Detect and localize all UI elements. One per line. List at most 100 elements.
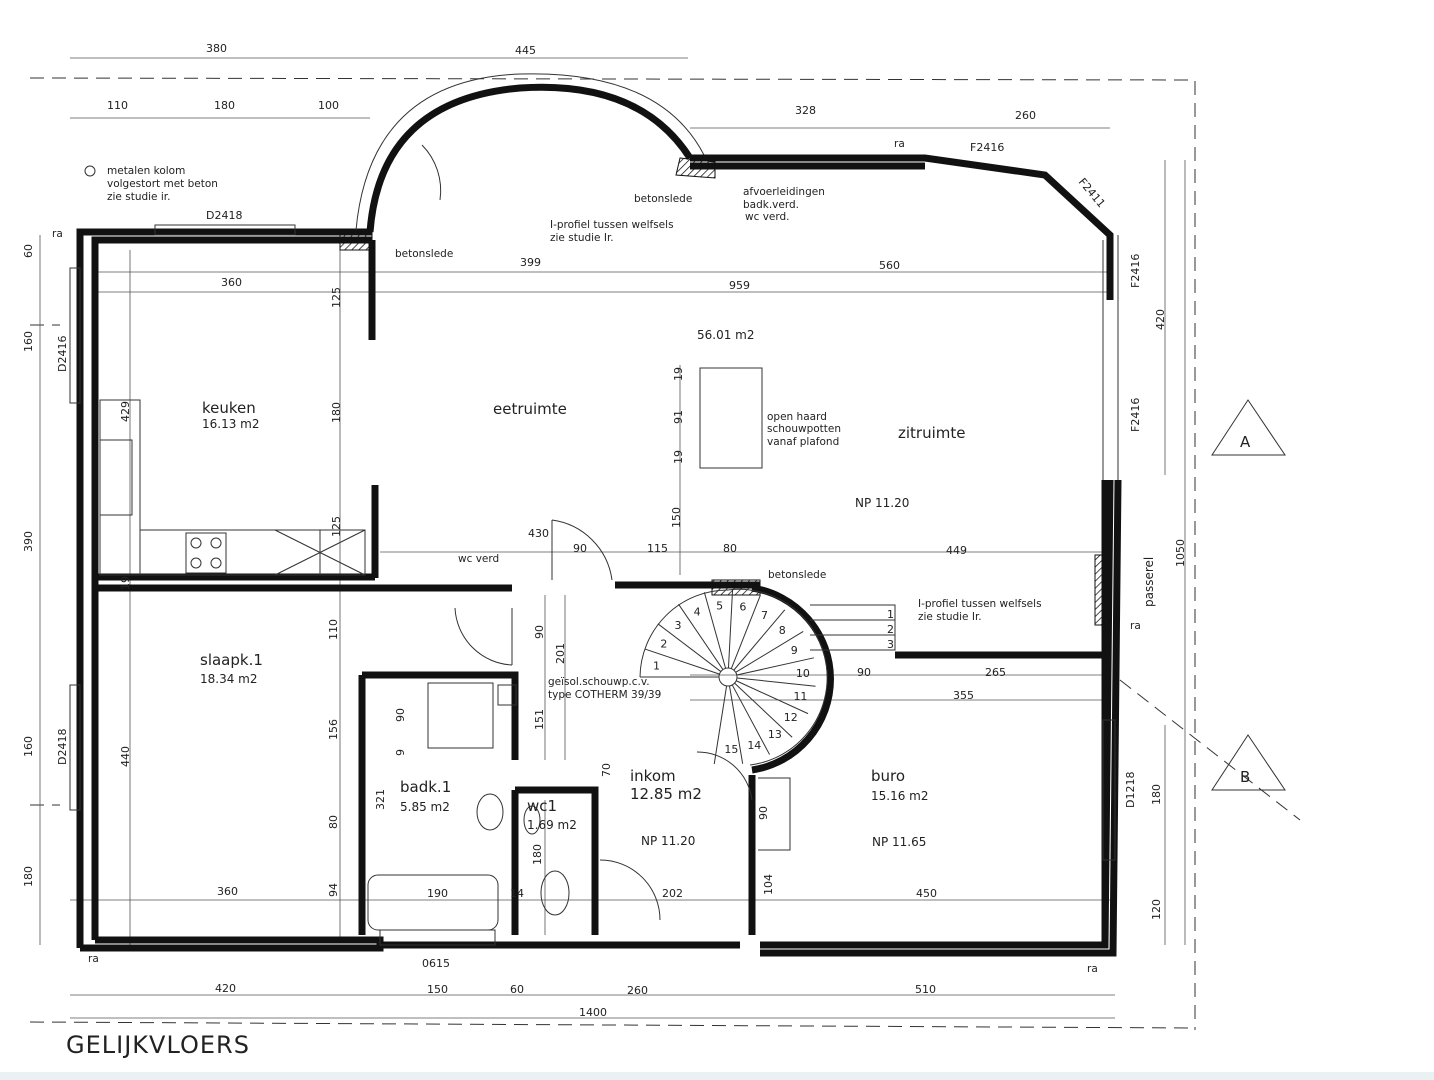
- dim: 115: [647, 542, 668, 555]
- section-a-label: A: [1240, 433, 1251, 451]
- exterior-walls: [76, 73, 1122, 957]
- dim: 265: [985, 666, 1006, 679]
- stair-step-number: 1: [653, 659, 660, 672]
- stair-tread-line: [727, 589, 734, 669]
- stair-tread-line: [735, 680, 809, 715]
- dim: 91: [672, 410, 685, 424]
- dim: 450: [916, 887, 937, 900]
- bathtub-icon: [367, 874, 499, 931]
- dim: 355: [953, 689, 974, 702]
- note-ra-3: ra: [1130, 620, 1141, 632]
- label-d2418-top: D2418: [206, 209, 242, 222]
- stair-tread-line: [678, 603, 724, 670]
- stair-tread-line: [713, 685, 728, 764]
- area-buro: 15.16 m2: [871, 789, 929, 803]
- stair-tread-line: [736, 677, 816, 687]
- note-iprofiel-1: I-profiel tussen welfsels: [550, 219, 674, 231]
- scan-edge: [0, 1072, 1434, 1080]
- room-slaapk: slaapk.1: [200, 651, 263, 669]
- dim: 125: [330, 287, 343, 308]
- stair-step-number: 4: [694, 606, 701, 619]
- room-zitruimte: zitruimte: [898, 424, 966, 442]
- room-keuken: keuken: [202, 399, 256, 417]
- note-kolom-3: zie studie ir.: [107, 191, 170, 203]
- dim: 19: [119, 576, 132, 590]
- dim: 180: [1150, 784, 1163, 805]
- note-kolom-2: volgestort met beton: [107, 178, 218, 190]
- dim: 90: [757, 806, 770, 820]
- stair-tread-line: [733, 609, 786, 671]
- dim: 190: [427, 887, 448, 900]
- dimension-labels: 380 445 110 180 100 328 260 360 399 560 …: [22, 42, 1187, 1019]
- landing-step-number: 1: [887, 608, 894, 621]
- chimney-icon: [497, 684, 517, 706]
- level-buro: NP 11.65: [872, 835, 926, 849]
- area-keuken: 16.13 m2: [202, 417, 260, 431]
- window-labels: D2418 D2416 D2418 F2416 F2411 F2416 F241…: [56, 141, 1142, 970]
- note-betonslede-1: betonslede: [395, 248, 453, 260]
- dim: 180: [330, 402, 343, 423]
- dim: 202: [662, 887, 683, 900]
- dim: 60: [510, 983, 524, 996]
- window-0615: [379, 929, 496, 946]
- dim: 104: [762, 874, 775, 895]
- dim: 260: [627, 984, 648, 997]
- landing-step-number: 3: [887, 638, 894, 651]
- stair-step-number: 8: [779, 624, 786, 637]
- stair-tread-line: [657, 623, 722, 672]
- room-badk: badk.1: [400, 778, 451, 796]
- room-inkom: inkom: [630, 767, 676, 785]
- stair-tread-line: [735, 630, 804, 673]
- dim: 180: [214, 99, 235, 112]
- level-inkom: NP 11.20: [641, 834, 695, 848]
- dim: 90: [857, 666, 871, 679]
- dim: 150: [427, 983, 448, 996]
- dim: 1400: [579, 1006, 607, 1019]
- dim: 80: [327, 815, 340, 829]
- label-0615: 0615: [422, 957, 450, 970]
- dim: 440: [119, 746, 132, 767]
- note-wcverd: wc verd: [458, 553, 499, 565]
- area-inkom: 12.85 m2: [630, 785, 702, 803]
- label-d2418-left: D2418: [56, 729, 69, 765]
- dim: 160: [22, 736, 35, 757]
- stair-step-number: 6: [739, 601, 746, 614]
- dim: 14: [510, 887, 524, 900]
- note-afvoer-3: wc verd.: [745, 211, 790, 223]
- wc-basin-icon: [523, 805, 541, 835]
- area-slaapk: 18.34 m2: [200, 672, 258, 686]
- section-markers: A B: [1119, 399, 1301, 821]
- cooktop-icon: [185, 532, 227, 574]
- room-buro: buro: [871, 767, 905, 785]
- stair-step-number: 5: [716, 599, 723, 612]
- dim: 120: [1150, 899, 1163, 920]
- note-betonslede-2: betonslede: [634, 193, 692, 205]
- label-d2416-left: D2416: [56, 336, 69, 372]
- column-icon: [84, 165, 96, 177]
- section-b-label: B: [1240, 768, 1250, 786]
- level-zitruimte: NP 11.20: [855, 496, 909, 510]
- plot-boundary: [29, 77, 1196, 1030]
- note-schouw-2: type COTHERM 39/39: [548, 689, 661, 701]
- annotations: metalen kolom volgestort met beton zie s…: [52, 138, 1156, 975]
- dim: 201: [554, 643, 567, 664]
- dim: 90: [394, 708, 407, 722]
- note-ra-4: ra: [88, 953, 99, 965]
- dimension-lines: [39, 57, 1186, 1019]
- kitchen-counter: [99, 399, 141, 576]
- note-afvoer-1: afvoerleidingen: [743, 186, 825, 198]
- room-labels: keuken 16.13 m2 eetruimte 56.01 m2 zitru…: [200, 328, 966, 849]
- stair-tread-line: [736, 657, 814, 676]
- note-betonslede-3: betonslede: [768, 569, 826, 581]
- note-afvoer-2: badk.verd.: [743, 199, 799, 211]
- note-ra-1: ra: [52, 228, 63, 240]
- stair-step-number: 7: [761, 609, 768, 622]
- area-wc: 1.69 m2: [527, 818, 577, 832]
- dim: 959: [729, 279, 750, 292]
- note-schouw-1: geïsol.schouwp.c.v.: [548, 676, 650, 688]
- note-haard-1: open haard: [767, 411, 827, 423]
- drawing-title: GELIJKVLOERS: [66, 1031, 250, 1059]
- window-d2416: [69, 267, 81, 404]
- landing-step-number: 2: [887, 623, 894, 636]
- label-f2416-r1: F2416: [1129, 254, 1142, 288]
